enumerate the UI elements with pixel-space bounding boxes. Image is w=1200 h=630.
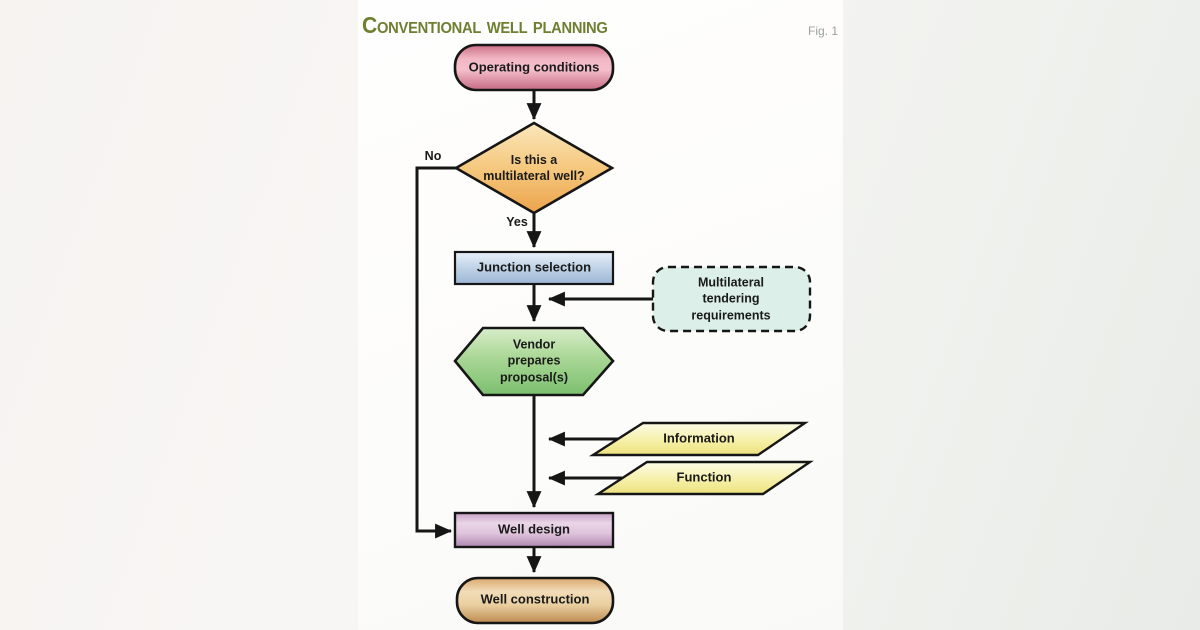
node-information bbox=[588, 421, 809, 457]
node-label-operating-conditions: Operating conditions bbox=[468, 59, 600, 75]
node-label-well-design: Well design bbox=[498, 521, 570, 537]
node-label-well-construction: Well construction bbox=[480, 591, 590, 607]
node-label-function: Function bbox=[676, 469, 732, 485]
node-operating-conditions bbox=[453, 43, 615, 92]
edge-label-no: No bbox=[424, 148, 442, 163]
figure-panel: Conventional well planning Fig. 1 bbox=[358, 0, 843, 630]
node-label-multilateral-decision: Is this a multilateral well? bbox=[483, 152, 585, 183]
flowchart-graphics bbox=[415, 43, 814, 625]
node-well-construction bbox=[455, 576, 615, 625]
node-tendering-requirements bbox=[651, 265, 812, 333]
node-label-vendor-proposals: Vendor prepares proposal(s) bbox=[499, 337, 569, 385]
figure-number: Fig. 1 bbox=[807, 24, 838, 38]
node-multilateral-decision bbox=[453, 121, 615, 215]
edge-decision-no-to-well-design bbox=[415, 166, 456, 539]
figure-title: Conventional well planning bbox=[362, 12, 608, 38]
node-function bbox=[593, 460, 814, 496]
node-junction-selection bbox=[453, 250, 615, 286]
edge-label-yes: Yes bbox=[506, 214, 528, 229]
node-label-information: Information bbox=[663, 430, 735, 446]
node-vendor-proposals bbox=[453, 326, 615, 397]
node-label-tendering-requirements: Multilateral tendering requirements bbox=[691, 275, 771, 323]
node-well-design bbox=[453, 511, 615, 549]
node-label-junction-selection: Junction selection bbox=[476, 259, 592, 275]
